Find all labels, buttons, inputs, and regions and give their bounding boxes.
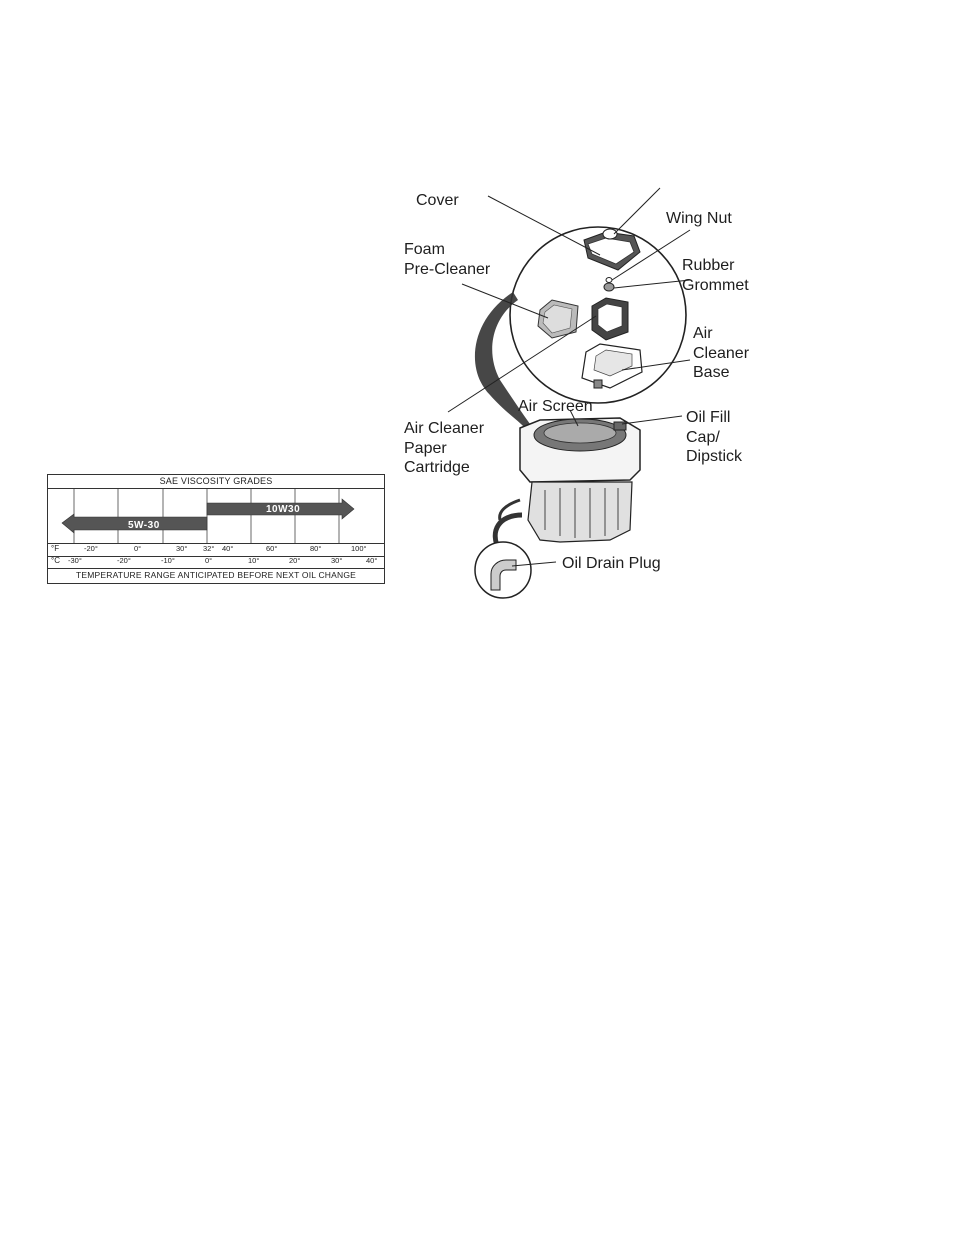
label-foam-pre-cleaner: Foam Pre-Cleaner xyxy=(404,240,490,279)
engine-air-cleaner-diagram xyxy=(0,0,954,640)
label-cover: Cover xyxy=(416,191,459,211)
paper-cartridge-part xyxy=(592,298,628,340)
label-air-cleaner-base: Air Cleaner Base xyxy=(693,324,749,383)
label-air-cleaner-paper-cartridge: Air Cleaner Paper Cartridge xyxy=(404,419,484,478)
label-air-screen: Air Screen xyxy=(518,397,593,417)
cover-part xyxy=(584,229,640,270)
label-oil-drain-plug: Oil Drain Plug xyxy=(562,554,661,574)
engine-body xyxy=(500,418,640,542)
air-cleaner-base-part xyxy=(582,344,642,388)
foam-pre-cleaner-part xyxy=(538,300,578,338)
label-oil-fill-cap-dipstick: Oil Fill Cap/ Dipstick xyxy=(686,408,742,467)
label-rubber-grommet: Rubber Grommet xyxy=(682,256,749,295)
label-wing-nut: Wing Nut xyxy=(666,209,732,229)
